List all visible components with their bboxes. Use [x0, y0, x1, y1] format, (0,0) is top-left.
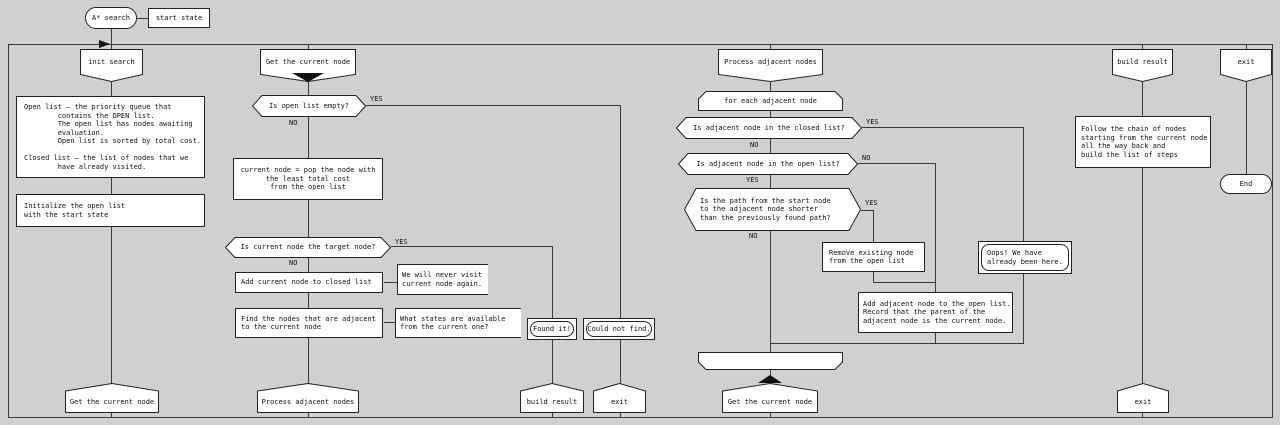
- branch-tab-exit: exit: [1220, 49, 1272, 82]
- no-label: NO: [862, 154, 871, 162]
- loop-end: [698, 352, 843, 370]
- comment-what-states-available: What states are available from the curre…: [395, 308, 521, 338]
- question-is-open-list-empty: Is open list empty?: [252, 95, 366, 117]
- action-initialize-open-list: Initialize the open list with the start …: [16, 194, 205, 227]
- branch-tab-process-adjacent: Process adjacent nodes: [718, 49, 823, 82]
- yes-label: YES: [866, 118, 879, 126]
- question-is-target-node: Is current node the target node?: [225, 237, 391, 258]
- address-get-current-node: Get the current node: [722, 383, 818, 413]
- action-follow-chain-of-nodes: Follow the chain of nodes starting from …: [1075, 116, 1211, 168]
- address-build-result: build result: [520, 383, 584, 413]
- branch-tab-build-result: build result: [1112, 49, 1173, 82]
- comment-never-visit-again: We will never visit current node again.: [397, 264, 488, 295]
- loop-start-for-each-adjacent: for each adjacent node: [698, 91, 843, 111]
- loop-branch-mark-icon: [292, 73, 324, 82]
- no-label: NO: [750, 141, 759, 149]
- comment-found-it: Found it!: [527, 318, 577, 340]
- flow-direction-arrow-icon: [99, 39, 110, 48]
- address-exit: exit: [1117, 383, 1169, 413]
- address-process-adjacent: Process adjacent nodes: [257, 383, 359, 413]
- end-terminator: End: [1220, 174, 1272, 194]
- start-terminator: A* search: [85, 7, 137, 29]
- no-label: NO: [749, 232, 758, 240]
- note-open-closed-lists: Open list – the priority queue that cont…: [16, 96, 205, 178]
- action-pop-least-cost-node: current node = pop the node with the lea…: [233, 158, 383, 200]
- action-add-to-open-list: Add adjacent node to the open list. Reco…: [858, 292, 1013, 333]
- yes-label: YES: [395, 238, 408, 246]
- no-label: NO: [289, 119, 298, 127]
- no-label: NO: [289, 259, 298, 267]
- address-get-current-node: Get the current node: [65, 383, 159, 413]
- address-exit: exit: [593, 383, 646, 413]
- question-in-open-list: Is adjacent node in the open list?: [678, 153, 858, 175]
- start-param-box: start state: [148, 8, 210, 28]
- yes-label: YES: [865, 199, 878, 207]
- branch-tab-get-current-node: Get the current node: [260, 49, 356, 82]
- action-remove-existing-node: Remove existing node from the open list: [822, 242, 925, 272]
- comment-oops-been-here: Oops! We have already been here.: [978, 241, 1072, 274]
- comment-could-not-find: Could not find.: [583, 318, 655, 340]
- yes-label: YES: [370, 95, 383, 103]
- action-find-adjacent-nodes: Find the nodes that are adjacent to the …: [235, 308, 383, 338]
- question-is-path-shorter: Is the path from the start node to the a…: [684, 188, 861, 231]
- loop-address-mark-icon: [758, 375, 782, 383]
- action-add-to-closed-list: Add current node to closed list: [235, 272, 383, 293]
- silhouette-border: [8, 44, 1273, 418]
- branch-tab-init-search: init search: [80, 49, 143, 82]
- question-in-closed-list: Is adjacent node in the closed list?: [676, 117, 862, 139]
- yes-label: YES: [746, 176, 759, 184]
